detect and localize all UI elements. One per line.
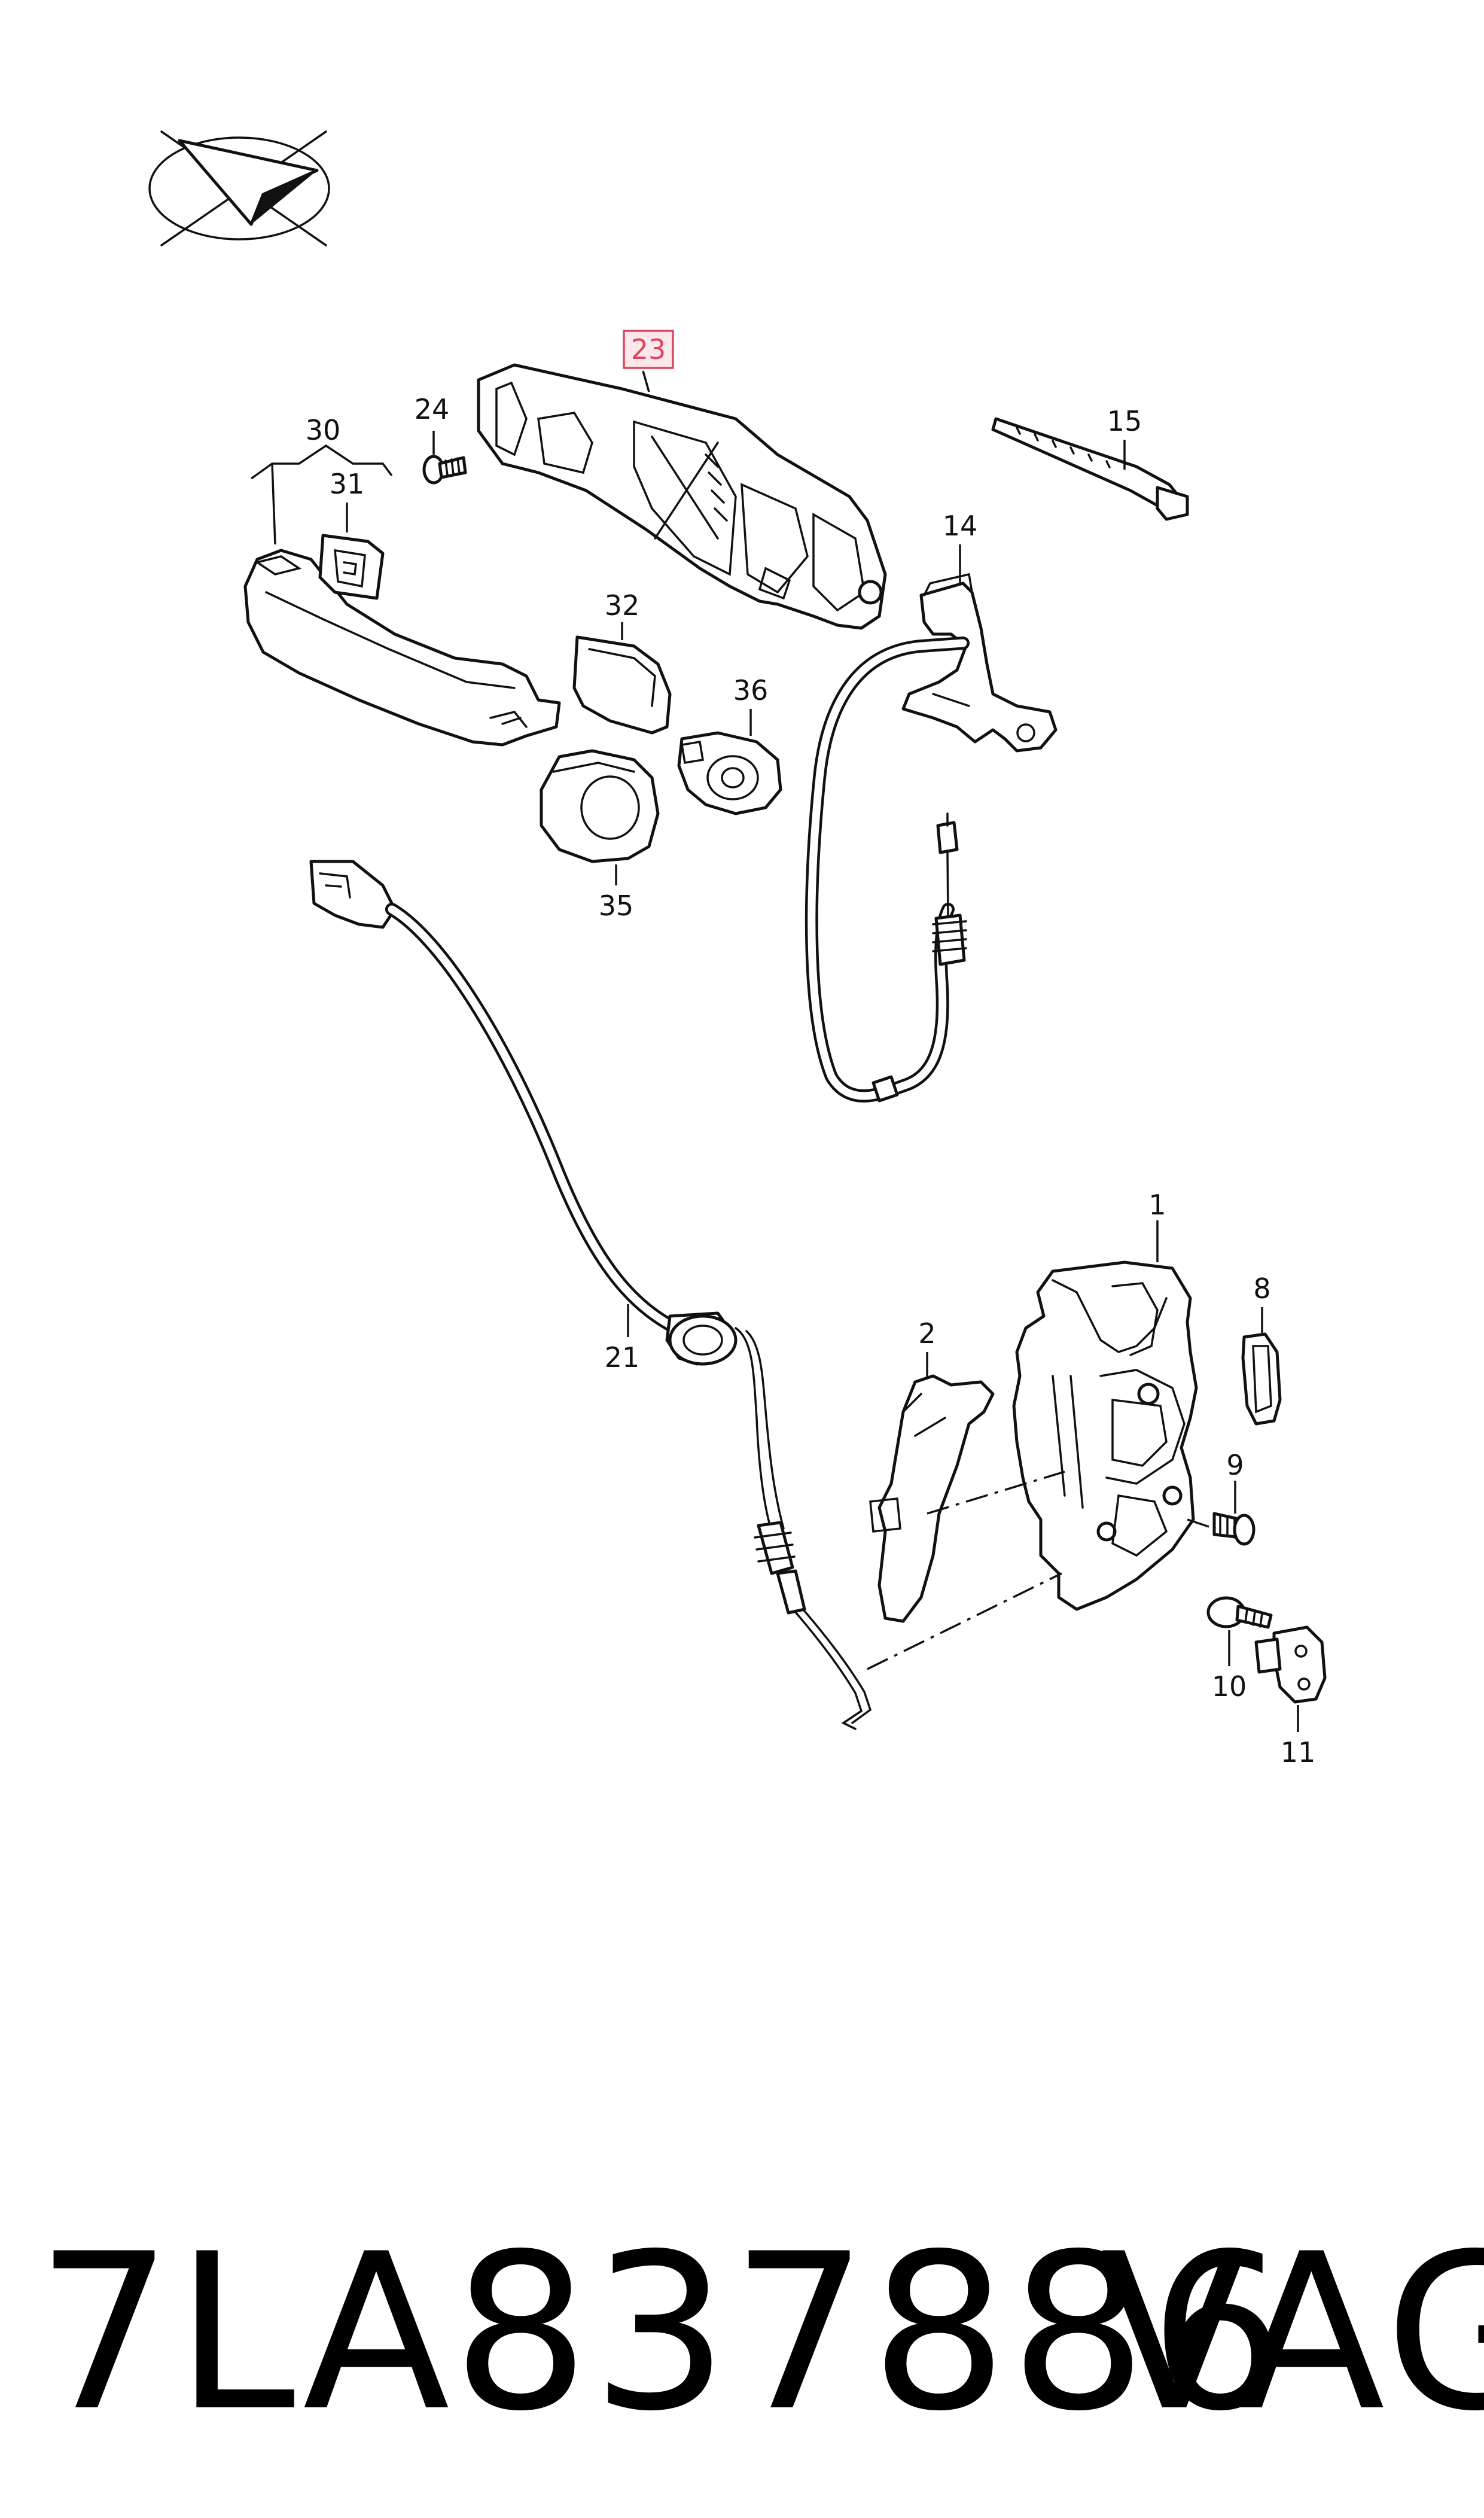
callout-11: 11 (1281, 1736, 1316, 1768)
callout-15: 15 (1107, 405, 1142, 437)
callout-32: 32 (605, 589, 640, 622)
assembly-line-cover (927, 1470, 1065, 1515)
callout-9: 9 (1226, 1449, 1244, 1481)
callout-30: 30 (306, 414, 341, 446)
brand: VAG (1101, 2208, 1484, 2458)
part-1-door-lock-unit (1012, 1260, 1198, 1611)
assembly-line-screw (1187, 1518, 1215, 1530)
part-23-handle-carrier (477, 363, 887, 630)
svg-text:23: 23 (631, 333, 666, 366)
inner-release-cable (805, 637, 970, 1103)
callout-31: 31 (330, 468, 365, 500)
callout-23: 23 (623, 330, 674, 369)
part-31-insert (318, 534, 385, 600)
callout-2: 2 (918, 1317, 936, 1350)
part-32-insert-plate (572, 635, 672, 735)
callout-24: 24 (415, 393, 450, 425)
part-15-cable-tie (991, 417, 1189, 521)
callout-35: 35 (599, 890, 634, 922)
direction-arrow-emblem-icon (148, 130, 330, 246)
part-21-operating-cable (309, 860, 872, 1730)
part-14-bracket (901, 573, 1058, 753)
assembly-line-cable (867, 1572, 1062, 1670)
part-10-striker-bolt (1206, 1596, 1273, 1629)
callout-8: 8 (1253, 1272, 1270, 1305)
part-9-screw (1212, 1512, 1256, 1546)
footer: 7LA837886 VAG (0, 2202, 1484, 2465)
part-number: 7LA837886 (36, 2208, 1289, 2458)
part-2-lock-cover (869, 1374, 995, 1623)
part-30-outer-handle (243, 549, 561, 747)
exploded-parts-diagram: 23 24 30 31 15 14 (148, 130, 1327, 1768)
part-11-striker-plate (1254, 1625, 1327, 1704)
callout-1: 1 (1148, 1189, 1166, 1221)
part-24-screw (422, 455, 467, 485)
callout-21: 21 (605, 1341, 640, 1374)
callout-36: 36 (733, 674, 769, 707)
part-35-cover-cap (540, 749, 660, 863)
part-36-lock-housing (677, 731, 782, 815)
callout-10: 10 (1212, 1670, 1247, 1703)
callout-14: 14 (943, 510, 978, 542)
part-8-seal (1241, 1332, 1282, 1426)
